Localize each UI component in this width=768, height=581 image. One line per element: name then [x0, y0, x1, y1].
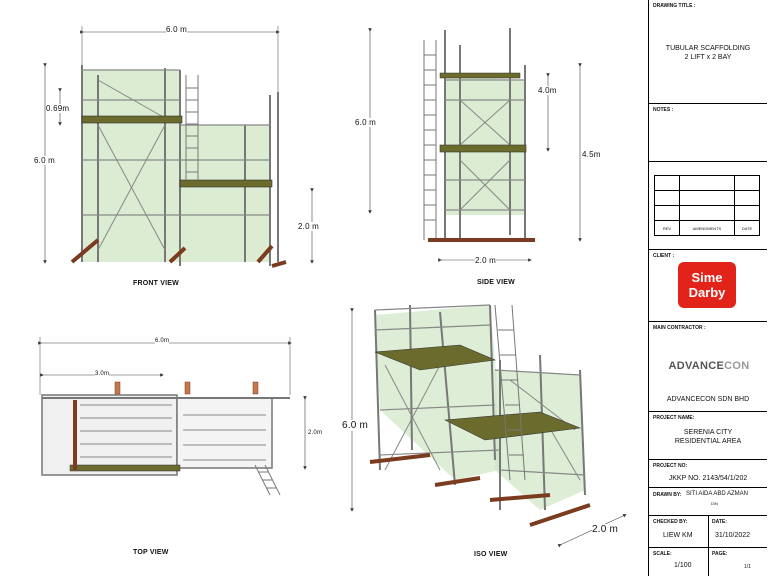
checked-date-section: CHECKED BY: LIEW KM DATE: 31/10/2022 — [649, 516, 767, 548]
notes-label: NOTES : — [653, 107, 674, 113]
notes-section: NOTES : — [649, 104, 767, 162]
side-upper-dim: 4.0m — [538, 86, 557, 95]
client-logo-line2: Darby — [688, 285, 726, 300]
checked-by-value: LIEW KM — [663, 532, 693, 539]
contractor-name: ADVANCECON SDN BHD — [666, 396, 750, 403]
project-name-line1: SERENIA CITY — [683, 429, 733, 436]
scale-value: 1/100 — [674, 562, 692, 569]
project-name-section: PROJECT NAME: SERENIA CITY RESIDENTIAL A… — [649, 412, 767, 460]
project-no-value: JKKP NO. 2143/54/1/202 — [668, 475, 748, 482]
drawing-area: 6.0 m 0.69m 6.0 m 2.0 m 6.0 m 4.0m 4.5m … — [34, 25, 627, 558]
iso-width-dim: 2.0 m — [592, 524, 619, 535]
iso-height-dim: 6.0 m — [342, 420, 369, 431]
side-height-dim: 6.0 m — [355, 118, 377, 127]
side-mid-dim: 4.5m — [582, 150, 601, 159]
top-half-dim: 3.0m — [95, 371, 110, 377]
project-no-label: PROJECT NO: — [653, 463, 688, 469]
front-view — [43, 26, 314, 268]
side-view — [368, 28, 582, 262]
side-width-dim: 2.0 m — [475, 256, 497, 265]
client-section: CLIENT : — [649, 250, 767, 322]
top-view-caption: TOP VIEW — [133, 549, 169, 556]
front-top-dim: 0.69m — [46, 104, 70, 113]
contractor-logo-a: ADVANCE — [668, 360, 725, 372]
rev-header: REV — [654, 220, 680, 236]
top-view — [38, 337, 307, 496]
title-block: DRAWING TITLE : TUBULAR SCAFFOLDING 2 LI… — [648, 0, 768, 576]
scale-page-section: SCALE: 1/100 PAGE: 1/1 — [649, 548, 767, 576]
contractor-logo: ADVANCECON — [654, 360, 764, 372]
top-depth-dim: 2.0m — [308, 430, 323, 436]
drawing-svg — [38, 26, 627, 548]
scale-label: SCALE: — [653, 551, 672, 557]
client-logo: Sime Darby — [678, 262, 736, 308]
revision-section — [649, 162, 767, 250]
front-view-caption: FRONT VIEW — [133, 280, 179, 287]
drawn-by-cont: DIN — [711, 501, 718, 506]
date-label: DATE: — [712, 519, 727, 525]
checked-by-label: CHECKED BY: — [653, 519, 688, 525]
iso-view-caption: ISO VIEW — [474, 551, 508, 558]
drawn-by-label: DRAWN BY: — [653, 492, 682, 498]
front-height-dim: 6.0 m — [34, 156, 56, 165]
drawing-title-line1: TUBULAR SCAFFOLDING — [665, 45, 751, 52]
date-value: 31/10/2022 — [715, 532, 751, 539]
front-width-dim: 6.0 m — [166, 25, 188, 34]
project-no-section: PROJECT NO: JKKP NO. 2143/54/1/202 — [649, 460, 767, 488]
iso-view — [350, 304, 627, 548]
revision-table: REV AMENDMENTS DATE — [654, 175, 760, 236]
date-header: DATE — [734, 220, 760, 236]
drawing-title-section: DRAWING TITLE : TUBULAR SCAFFOLDING 2 LI… — [649, 0, 767, 104]
front-lower-dim: 2.0 m — [298, 222, 320, 231]
contractor-logo-b: CON — [724, 360, 750, 372]
main-contractor-label: MAIN CONTRACTOR : — [653, 325, 706, 331]
contractor-section: MAIN CONTRACTOR : ADVANCECON SDN BHD — [649, 322, 767, 412]
project-name-line2: RESIDENTIAL AREA — [674, 438, 742, 445]
amendments-header: AMENDMENTS — [679, 220, 735, 236]
project-name-label: PROJECT NAME: — [653, 415, 695, 421]
client-logo-line1: Sime — [691, 270, 723, 285]
drawing-title-label: DRAWING TITLE : — [653, 3, 696, 9]
page-value: 1/1 — [744, 564, 751, 570]
page-label: PAGE: — [712, 551, 728, 557]
top-width-dim: 6.0m — [155, 338, 170, 344]
drawn-by-value: SITI AIDA ABD AZMAN — [686, 491, 749, 497]
drawing-title-line2: 2 LIFT x 2 BAY — [684, 54, 732, 61]
client-label: CLIENT : — [653, 253, 675, 259]
side-view-caption: SIDE VIEW — [477, 279, 515, 286]
drawn-by-section: DRAWN BY: SITI AIDA ABD AZMAN DIN — [649, 488, 767, 516]
